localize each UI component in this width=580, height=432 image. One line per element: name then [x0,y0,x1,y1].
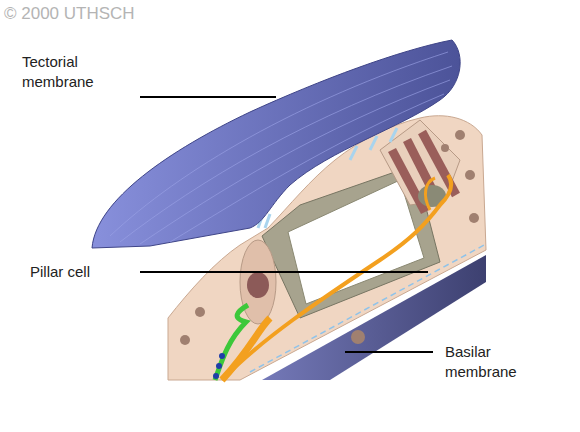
nerve-fiber [222,318,270,380]
inner-hair-cell [240,240,276,324]
cell-nucleus [247,272,269,298]
nerve-fiber [222,175,451,380]
membrane-fibers [110,52,452,244]
part-label: Tectorial membrane [22,52,122,92]
tectorial-membrane [92,40,460,248]
leader-line [345,351,433,353]
part-label: Basilar membrane [445,342,545,382]
leader-line [140,271,428,273]
part-label: Pillar cell [30,262,140,282]
leader-line [140,96,276,98]
watermark: © 2000 UTHSCH [4,4,204,24]
cell-nuclei [180,130,479,345]
